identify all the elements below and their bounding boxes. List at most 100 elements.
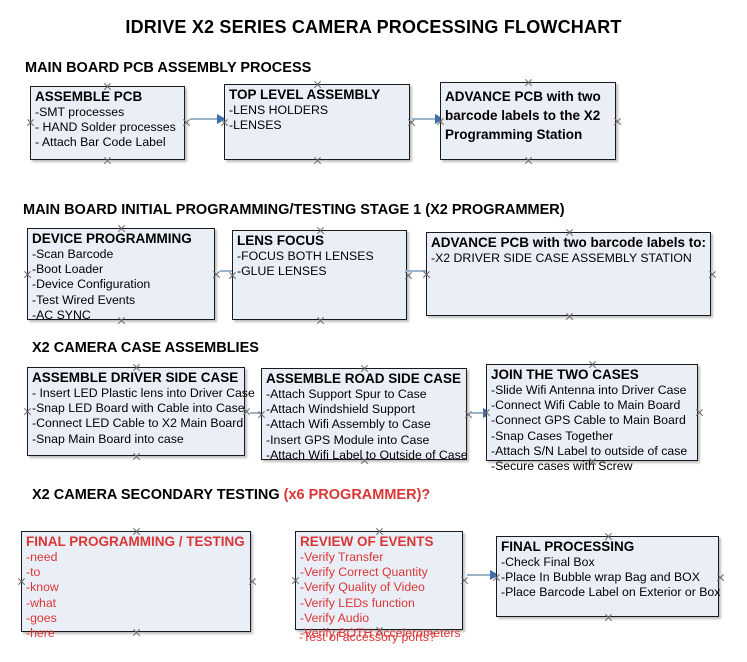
box-title: ADVANCE PCB with two barcode labels to: xyxy=(431,235,707,250)
box-line: -AC SYNC xyxy=(32,307,91,322)
box-line: -Device Configuration xyxy=(32,277,151,292)
section-header-1: MAIN BOARD PCB ASSEMBLY PROCESS xyxy=(25,60,311,76)
box-line: -Slide Wifi Antenna into Driver Case xyxy=(491,383,687,397)
box-title: REVIEW OF EVENTS xyxy=(300,534,434,549)
box-line: -need xyxy=(26,550,58,564)
box-line: -Verify Transfer xyxy=(300,550,384,564)
section-header-3: X2 CAMERA CASE ASSEMBLIES xyxy=(32,340,259,356)
arrowhead-icon xyxy=(490,570,499,581)
box-line: -Snap Main Board into case xyxy=(32,431,184,446)
box-line: -Insert GPS Module into Case xyxy=(266,432,430,447)
handle-right-icon xyxy=(613,117,622,126)
box-assemble-driver-side-case[interactable]: ASSEMBLE DRIVER SIDE CASE - Insert LED P… xyxy=(27,367,255,456)
box-line: - HAND Solder processes xyxy=(35,120,176,135)
box-assemble-pcb[interactable]: ASSEMBLE PCB -SMT processes - HAND Solde… xyxy=(30,86,185,160)
box-line: -SMT processes xyxy=(35,105,125,119)
box-line: -Attach S/N Label to outside of case xyxy=(491,443,688,458)
handle-right-icon xyxy=(460,576,469,585)
box-line: -Attach Support Spur to Case xyxy=(266,387,427,401)
handle-bottom-icon xyxy=(132,452,141,461)
handle-right-icon xyxy=(716,573,725,582)
box-title: FINAL PROCESSING xyxy=(501,539,635,554)
handle-right-icon xyxy=(404,271,413,280)
box-line: -Place In Bubble wrap Bag and BOX xyxy=(501,570,700,585)
box-title: FINAL PROGRAMMING / TESTING xyxy=(26,534,245,549)
box-line: -what xyxy=(26,595,57,610)
handle-bottom-icon xyxy=(604,613,613,622)
box-line: -Attach Windshield Support xyxy=(266,402,416,417)
section-header-4-text: X2 CAMERA SECONDARY TESTING xyxy=(32,487,284,503)
box-line: -LENSES xyxy=(229,118,282,133)
box-final-processing[interactable]: FINAL PROCESSING -Check Final Box -Place… xyxy=(496,536,721,617)
handle-left-icon xyxy=(228,271,237,280)
section-header-2-text: MAIN BOARD INITIAL PROGRAMMING/TESTING S… xyxy=(23,202,565,218)
box-assemble-road-side-case[interactable]: ASSEMBLE ROAD SIDE CASE -Attach Support … xyxy=(261,368,468,462)
box-line: -Connect LED Cable to X2 Main Board xyxy=(32,416,244,431)
box-title: ASSEMBLE ROAD SIDE CASE xyxy=(266,371,462,386)
box-line: -goes xyxy=(26,610,57,625)
connector-arrow xyxy=(471,408,492,419)
handle-left-icon xyxy=(26,118,35,127)
box-line: -Connect GPS Cable to Main Board xyxy=(491,413,686,428)
box-line: -Verify Quality of Video xyxy=(300,580,425,595)
box-top-level-assembly[interactable]: TOP LEVEL ASSEMBLY -LENS HOLDERS -LENSES xyxy=(224,84,410,160)
box-final-programming-testing[interactable]: FINAL PROGRAMMING / TESTING -need -to -k… xyxy=(21,531,251,640)
handle-left-icon xyxy=(23,270,32,279)
section-header-4: X2 CAMERA SECONDARY TESTING (x6 PROGRAMM… xyxy=(32,487,430,503)
box-overflow-line: -Test of accessory ports? xyxy=(299,630,436,644)
handle-left-icon xyxy=(23,407,32,416)
box-line: -Verify BOTH Accelerometers xyxy=(300,626,461,641)
box-line: -LENS HOLDERS xyxy=(229,103,329,117)
box-line: -Secure cases with Screw xyxy=(491,459,633,474)
box-lens-focus[interactable]: LENS FOCUS -FOCUS BOTH LENSES -GLUE LENS… xyxy=(232,230,407,320)
section-header-1-text: MAIN BOARD PCB ASSEMBLY PROCESS xyxy=(25,60,312,76)
box-line: -Verify Audio xyxy=(300,610,370,625)
box-title: JOIN THE TWO CASES xyxy=(491,367,639,382)
box-review-of-events[interactable]: REVIEW OF EVENTS -Verify Transfer -Verif… xyxy=(295,531,463,640)
handle-bottom-icon xyxy=(316,316,325,325)
handle-right-icon xyxy=(708,270,717,279)
handle-left-icon xyxy=(17,577,26,586)
handle-bottom-icon xyxy=(524,156,533,165)
section-header-2: MAIN BOARD INITIAL PROGRAMMING/TESTING S… xyxy=(23,202,565,218)
box-line: -Check Final Box xyxy=(501,555,595,569)
handle-right-icon xyxy=(248,577,257,586)
box-line: -Attach Wifi Assembly to Case xyxy=(266,417,431,432)
box-line: -Verify Correct Quantity xyxy=(300,565,428,580)
connector-arrow xyxy=(467,570,499,581)
box-line: -Place Barcode Label on Exterior or Box xyxy=(501,585,721,600)
section-header-4-accent: (x6 PROGRAMMER)? xyxy=(283,487,431,503)
handle-top-icon xyxy=(524,78,533,87)
box-line: -Test Wired Events xyxy=(32,292,136,307)
box-advance-pcb-driver-side-case[interactable]: ADVANCE PCB with two barcode labels to: … xyxy=(426,232,711,316)
box-line: -Attach Wifi Label to Outside of Case xyxy=(266,447,468,462)
box-line: -Verify LEDs function xyxy=(300,595,415,610)
box-line: -Scan Barcode xyxy=(32,247,114,261)
connector-arrow xyxy=(190,114,226,125)
box-line: -Boot Loader xyxy=(32,262,104,277)
box-advance-pcb-programming-station[interactable]: ADVANCE PCB with two barcode labels to t… xyxy=(440,82,616,160)
box-title: DEVICE PROGRAMMING xyxy=(32,231,192,246)
arrowhead-icon xyxy=(435,114,444,125)
arrowhead-icon xyxy=(217,114,226,125)
page-title: IDRIVE X2 SERIES CAMERA PROCESSING FLOWC… xyxy=(125,17,622,37)
handle-bottom-icon xyxy=(103,156,112,165)
handle-right-icon xyxy=(695,408,704,417)
box-line: -here xyxy=(26,626,55,641)
box-title: TOP LEVEL ASSEMBLY xyxy=(229,87,381,102)
box-join-the-two-cases[interactable]: JOIN THE TWO CASES -Slide Wifi Antenna i… xyxy=(486,364,698,473)
box-line: -X2 DRIVER SIDE CASE ASSEMBLY STATION xyxy=(431,251,692,265)
section-header-3-text: X2 CAMERA CASE ASSEMBLIES xyxy=(32,340,259,356)
box-line: -know xyxy=(26,580,59,595)
box-line: - Insert LED Plastic lens into Driver Ca… xyxy=(32,386,255,400)
box-device-programming[interactable]: DEVICE PROGRAMMING -Scan Barcode -Boot L… xyxy=(27,228,215,322)
box-title: ASSEMBLE PCB xyxy=(35,89,143,104)
box-line: -Snap Cases Together xyxy=(491,428,614,443)
box-line: -GLUE LENSES xyxy=(237,264,327,279)
box-title: ASSEMBLE DRIVER SIDE CASE xyxy=(32,370,239,385)
handle-left-icon xyxy=(291,576,300,585)
box-line: -Snap LED Board with Cable into Case xyxy=(32,401,245,416)
connector-arrow xyxy=(405,266,435,277)
box-title: ADVANCE PCB with two barcode labels to t… xyxy=(445,89,601,142)
